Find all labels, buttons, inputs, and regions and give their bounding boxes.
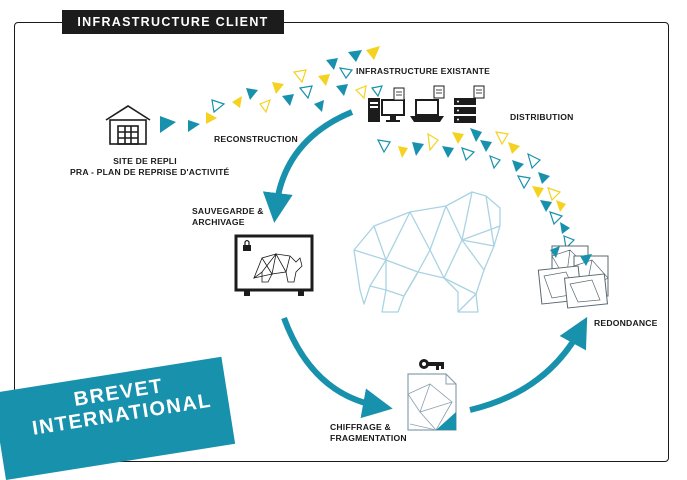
server-icon bbox=[368, 98, 380, 122]
bear-illustration bbox=[353, 191, 501, 313]
desktop-icon bbox=[381, 87, 405, 122]
archive-monitor-icon bbox=[234, 234, 314, 296]
label-reconstruction: RECONSTRUCTION bbox=[214, 134, 298, 144]
label-site-de-repli: SITE DE REPLI bbox=[113, 156, 177, 166]
sauvegarde-caption: SAUVEGARDE & ARCHIVAGE bbox=[192, 206, 264, 228]
label-sauvegarde-line2: ARCHIVAGE bbox=[192, 217, 245, 227]
small-bear-outline bbox=[253, 252, 303, 283]
server-rack-icon bbox=[454, 85, 485, 123]
site-de-repli-caption: SITE DE REPLI PRA - PLAN DE REPRISE D'AC… bbox=[70, 156, 230, 178]
label-chiffrage-line2: FRAGMENTATION bbox=[330, 433, 407, 443]
label-redondance: REDONDANCE bbox=[594, 318, 658, 328]
triangle-stream-reconstruction bbox=[160, 46, 383, 133]
label-distribution: DISTRIBUTION bbox=[510, 112, 574, 122]
chiffrage-caption: CHIFFRAGE & FRAGMENTATION bbox=[330, 422, 407, 444]
lock-icon bbox=[243, 239, 251, 251]
infrastructure-frame bbox=[14, 22, 669, 462]
laptop-icon bbox=[410, 85, 445, 122]
encrypted-document-icon bbox=[407, 373, 457, 431]
arrow-sauvegarde-to-chiffrage bbox=[281, 316, 393, 419]
redundancy-documents-icon bbox=[537, 245, 609, 309]
triangle-stream-distribution bbox=[376, 128, 576, 250]
warehouse-icon bbox=[105, 105, 151, 145]
label-sauvegarde-line1: SAUVEGARDE & bbox=[192, 206, 264, 216]
arrow-reconstruction-to-sauvegarde bbox=[262, 109, 354, 223]
label-pra: PRA - PLAN DE REPRISE D'ACTIVITÉ bbox=[70, 167, 230, 177]
key-icon bbox=[419, 359, 444, 370]
page-title: INFRASTRUCTURE CLIENT bbox=[62, 10, 284, 34]
label-chiffrage-line1: CHIFFRAGE & bbox=[330, 422, 391, 432]
arrow-chiffrage-to-redondance bbox=[469, 316, 588, 413]
label-infrastructure-existante: INFRASTRUCTURE EXISTANTE bbox=[356, 66, 491, 76]
